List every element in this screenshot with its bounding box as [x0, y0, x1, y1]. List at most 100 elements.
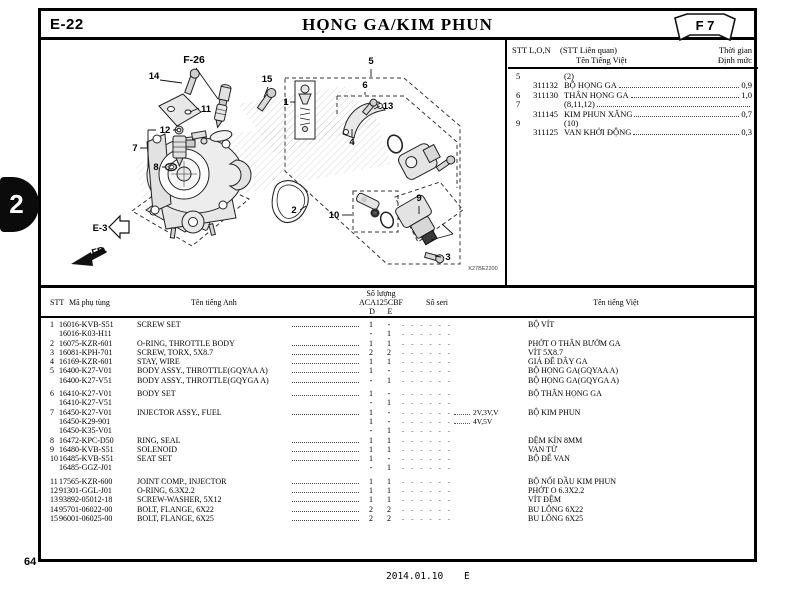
- diagram-callout-7: 7: [132, 143, 137, 154]
- dash: -: [411, 348, 414, 357]
- dash: -: [411, 496, 414, 505]
- dotted-leader: [292, 501, 359, 503]
- dash: -: [429, 496, 432, 505]
- dotted-leader: [292, 326, 359, 327]
- part-number: 17565-KZR-600: [59, 476, 113, 486]
- serial-dash-cells: ------: [398, 399, 454, 408]
- sensor-oring: [386, 134, 404, 154]
- fr-direction-arrow-icon: [71, 247, 107, 266]
- sensor-screw: [435, 155, 456, 172]
- labor-name: (2): [564, 71, 574, 81]
- dash: -: [438, 505, 441, 514]
- dash: -: [411, 445, 414, 454]
- dash: -: [447, 514, 450, 523]
- stay-wire: [342, 101, 386, 139]
- dash: -: [429, 358, 432, 367]
- dash: -: [447, 477, 450, 486]
- dash: -: [438, 496, 441, 505]
- dash: -: [411, 367, 414, 376]
- dash: -: [402, 367, 405, 376]
- dash: -: [411, 436, 414, 445]
- part-name-vi: BỘ THÂN HỌNG GA: [528, 389, 602, 399]
- dash: -: [429, 455, 432, 464]
- labor-name: KIM PHUN XĂNG: [564, 108, 633, 119]
- qty-e: 1: [387, 476, 391, 486]
- qty-e: -: [387, 366, 391, 376]
- dash: -: [438, 408, 441, 417]
- dash: -: [402, 514, 405, 523]
- part-number: 16169-KZR-601: [59, 357, 113, 367]
- parts-row: 16485-GGZ-J01-1------: [41, 463, 754, 472]
- part-stt: 8: [50, 435, 54, 445]
- e3-view-arrow-icon: [108, 214, 130, 240]
- part-name-vi: BU LÔNG 6X25: [528, 513, 584, 523]
- dash: -: [411, 455, 414, 464]
- dash: -: [402, 496, 405, 505]
- dash: -: [429, 321, 432, 329]
- dotted-leader: [292, 519, 359, 521]
- labor-stt: 5: [516, 71, 521, 81]
- qty-d: -: [369, 426, 373, 436]
- col-qty: Số lượng: [366, 289, 396, 298]
- dotted-leader: [292, 344, 359, 346]
- dash: -: [420, 367, 423, 376]
- labor-name: (8,11,12): [564, 99, 595, 110]
- dash: -: [420, 348, 423, 357]
- parts-row: 16410-K27-V51-1------: [41, 398, 754, 407]
- frame-ref-label: F 7: [696, 18, 715, 33]
- diagram-callout-14: 14: [149, 71, 160, 82]
- part-name-vi: BỘ HỌNG GA(GQYAA A): [528, 366, 618, 376]
- dash: -: [420, 321, 423, 329]
- qty-e: -: [387, 416, 391, 426]
- diagram-callout-13: 13: [383, 101, 394, 112]
- seal-ring-inner: [167, 164, 175, 170]
- part-name-en: O-RING, THROTTLE BODY: [137, 338, 235, 348]
- dash: -: [429, 339, 432, 348]
- qty-e: -: [387, 389, 391, 399]
- qty-e: -: [387, 454, 391, 464]
- labor-name: VAN KHỞI ĐỘNG: [564, 127, 632, 138]
- dash: -: [420, 487, 423, 496]
- serial-cell: 2V,3V,V: [454, 408, 524, 417]
- serial-dash-cells: ------: [398, 330, 454, 339]
- part-name-en: INJECTOR ASSY., FUEL: [137, 407, 222, 417]
- dash: -: [402, 399, 405, 408]
- dash: -: [447, 445, 450, 454]
- qty-e: 2: [387, 513, 391, 523]
- col-stt-lon: STT L,O,N: [512, 45, 551, 55]
- part-name-vi: BỘ NỐI ĐẦU KIM PHUN: [528, 476, 616, 486]
- part-name-en: BODY SET: [137, 389, 176, 399]
- grommet-center: [373, 211, 377, 215]
- dash: -: [402, 348, 405, 357]
- col-ten-tieng-viet: Tên Tiếng Việt: [576, 55, 627, 65]
- part-name-vi: BỘ ĐẾ VAN: [528, 454, 570, 464]
- part-name-en: SOLENOID: [137, 444, 177, 454]
- qty-d: 1: [369, 476, 373, 486]
- torx-screw: [361, 98, 378, 116]
- col-name-vi: Tên tiếng Việt: [593, 298, 639, 307]
- part-name-vi: ĐỆM KÍN 8MM: [528, 435, 583, 445]
- dash: -: [429, 436, 432, 445]
- labor-table-header: STT L,O,N (STT Liên quan) Tên Tiếng Việt…: [508, 42, 758, 69]
- part-name-vi: PHỚT O 6.3X2.2: [528, 486, 585, 496]
- qty-d: 1: [369, 407, 373, 417]
- dash: -: [411, 408, 414, 417]
- labor-code: 311145: [533, 108, 558, 119]
- drawing-code: K27BE2200: [468, 266, 497, 272]
- qty-d: 2: [369, 513, 373, 523]
- throttle-wheel-hub: [188, 217, 198, 227]
- qty-d: 1: [369, 338, 373, 348]
- dash: -: [402, 330, 405, 339]
- dash: -: [420, 358, 423, 367]
- qty-d: -: [369, 463, 373, 473]
- dash: -: [429, 376, 432, 385]
- serial-dash-cells: ------: [398, 464, 454, 473]
- bolt-14: [184, 68, 200, 96]
